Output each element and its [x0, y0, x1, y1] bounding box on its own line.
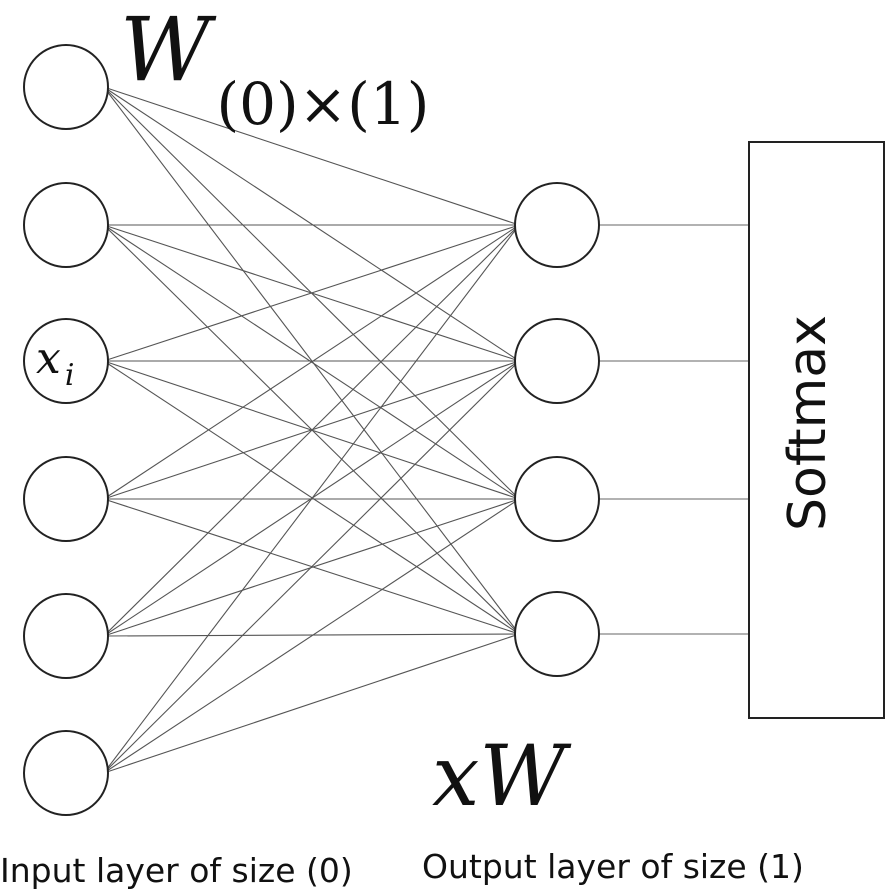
output-layer [514, 182, 600, 677]
weight-symbol: W [120, 0, 217, 101]
connection-line [103, 224, 520, 362]
connection-line [103, 86, 520, 362]
product-label: xW [432, 727, 572, 825]
weight-matrix-label: W(0)×(1) [120, 0, 429, 138]
output-layer-caption: Output layer of size (1) [422, 847, 804, 886]
connection-line [103, 224, 520, 774]
input-node [23, 593, 109, 679]
output-node [514, 591, 600, 677]
connection-line [103, 224, 520, 500]
input-node [23, 318, 109, 404]
softmax-connections [599, 224, 749, 635]
input-node [23, 456, 109, 542]
connection-line [103, 360, 520, 774]
softmax-label: Softmax [778, 315, 838, 531]
output-node [514, 182, 600, 268]
connection-line [103, 498, 520, 774]
connection-line [103, 360, 520, 635]
connection-line [103, 633, 520, 774]
connection-line [103, 86, 520, 226]
connection-line [103, 224, 520, 637]
input-node [23, 730, 109, 816]
input-node [23, 44, 109, 130]
softmax-box [748, 141, 885, 719]
input-layer-caption: Input layer of size (0) [0, 851, 353, 890]
output-node [514, 456, 600, 542]
connection-line [103, 633, 520, 637]
weight-connections [103, 86, 520, 774]
output-node [514, 318, 600, 404]
input-node [23, 182, 109, 268]
weight-dimensions: (0)×(1) [216, 70, 429, 138]
